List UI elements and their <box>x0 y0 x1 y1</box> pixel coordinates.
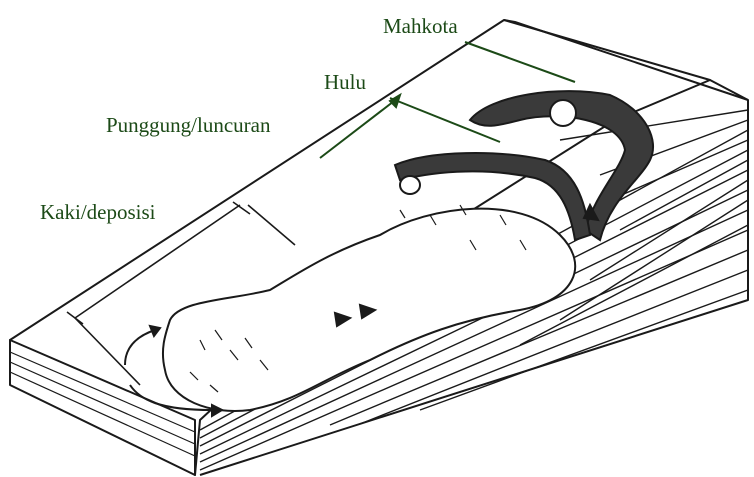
label-kaki-deposisi: Kaki/deposisi <box>40 202 156 223</box>
label-hulu: Hulu <box>324 72 366 93</box>
block-boulder-lower <box>400 176 420 194</box>
label-punggung-luncuran: Punggung/luncuran <box>106 115 270 136</box>
block-boulder-upper <box>550 100 576 126</box>
label-mahkota: Mahkota <box>383 16 458 37</box>
